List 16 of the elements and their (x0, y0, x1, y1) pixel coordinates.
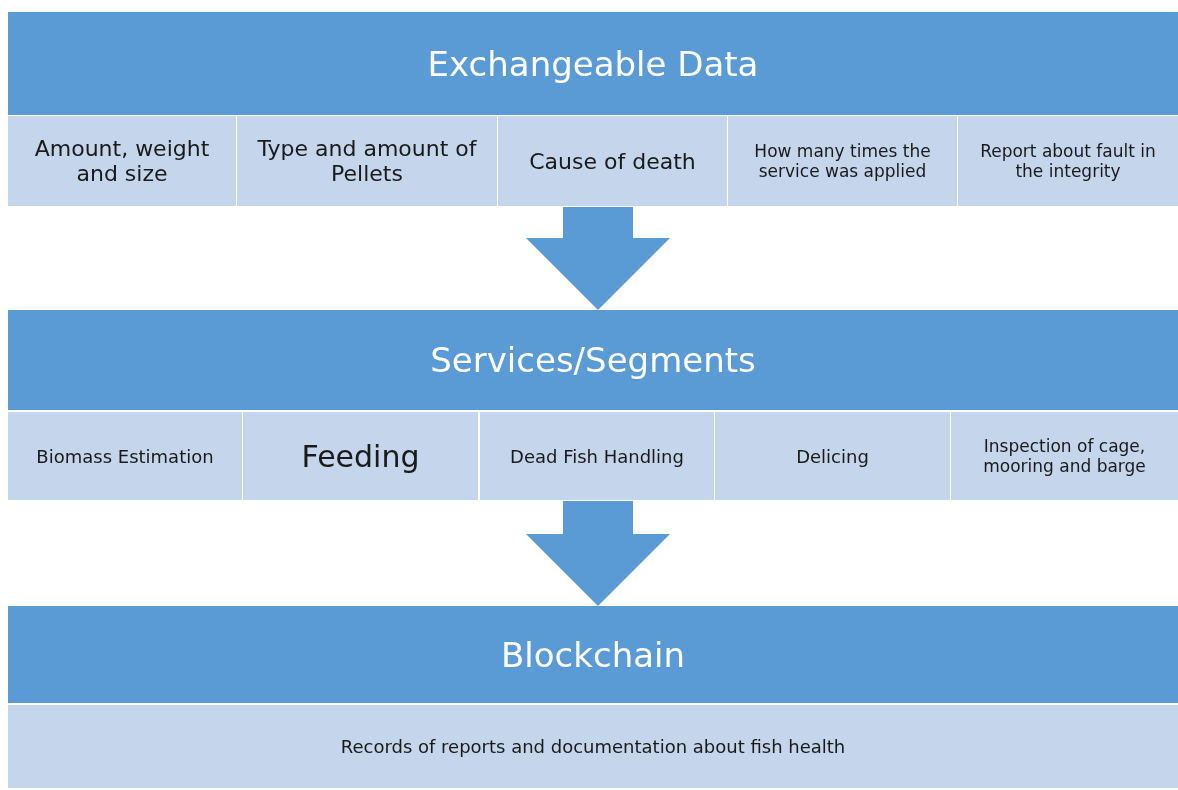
content-cell: How many times the service was applied (728, 116, 957, 206)
content-cell: Type and amount of Pellets (237, 116, 497, 206)
content-cell: Report about fault in the integrity (958, 116, 1178, 206)
content-cell: Dead Fish Handling (480, 412, 714, 500)
content-cell: Inspection of cage, mooring and barge (951, 412, 1178, 500)
content-cell: Records of reports and documentation about fish health (8, 705, 1178, 788)
section-header-band: Services/Segments (8, 310, 1178, 410)
content-cell: Biomass Estimation (8, 412, 242, 500)
section-header-band: Blockchain (8, 606, 1178, 703)
content-cell: Feeding (243, 412, 478, 500)
content-cell: Cause of death (498, 116, 727, 206)
section-header-band: Exchangeable Data (8, 12, 1178, 115)
content-cell: Delicing (715, 412, 950, 500)
block-arrow (526, 501, 670, 606)
block-arrow (526, 207, 670, 310)
content-cell: Amount, weight and size (8, 116, 236, 206)
